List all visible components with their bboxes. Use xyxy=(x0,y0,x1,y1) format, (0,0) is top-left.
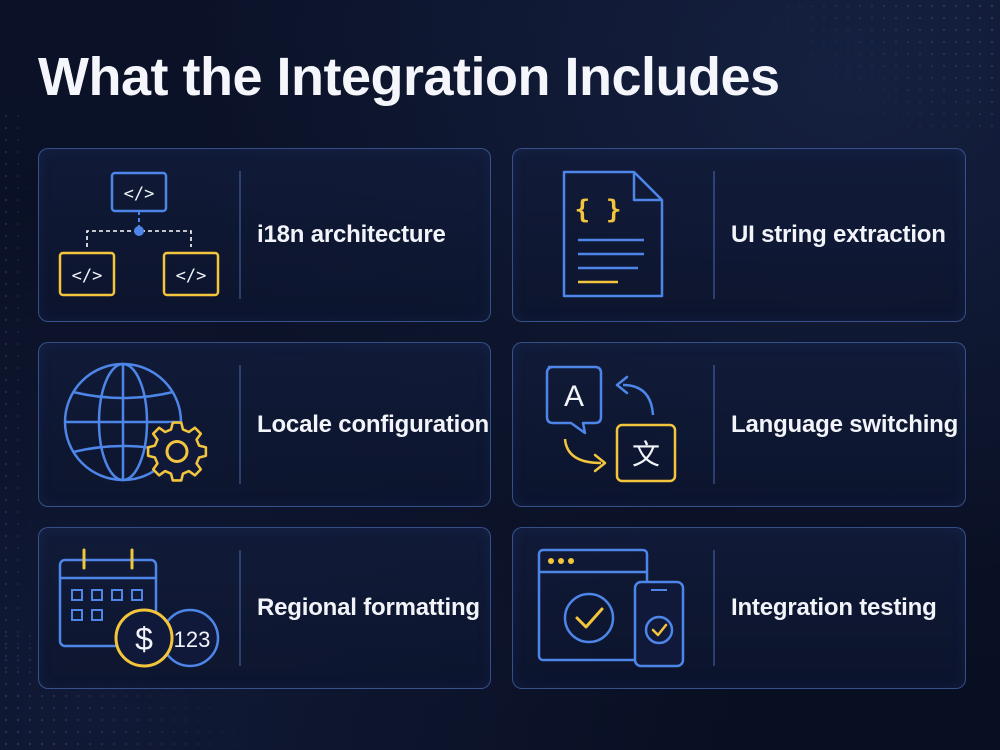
card-i18n-architecture: </> </> </> i18n architecture xyxy=(38,148,491,322)
card-integration-testing: Integration testing xyxy=(512,527,966,689)
json-document-icon: { } xyxy=(513,149,713,321)
card-regional-formatting: 123 $ Regional formatting xyxy=(38,527,491,689)
decorative-dots-top-right xyxy=(770,0,1000,130)
card-divider xyxy=(239,365,241,484)
svg-text:{ }: { } xyxy=(575,195,622,225)
card-divider xyxy=(239,550,241,666)
translate-icon: A 文 xyxy=(513,343,713,506)
globe-gear-icon xyxy=(39,343,239,506)
svg-text:</>: </> xyxy=(124,184,155,204)
card-locale-configuration: Locale configuration xyxy=(38,342,491,507)
browser-mobile-check-icon xyxy=(513,528,713,688)
card-language-switching: A 文 Language switching xyxy=(512,342,966,507)
svg-text:</>: </> xyxy=(72,266,103,286)
card-ui-string-extraction: { } UI string extraction xyxy=(512,148,966,322)
page-title: What the Integration Includes xyxy=(38,47,780,107)
calendar-currency-icon: 123 $ xyxy=(39,528,239,688)
card-label: i18n architecture xyxy=(257,221,446,248)
svg-text:文: 文 xyxy=(632,438,660,471)
card-divider xyxy=(713,171,715,299)
card-divider xyxy=(713,550,715,666)
card-label: UI string extraction xyxy=(731,221,946,248)
decorative-dots-left xyxy=(0,110,36,670)
card-label: Regional formatting xyxy=(257,594,480,621)
svg-text:A: A xyxy=(564,380,584,413)
card-divider xyxy=(239,171,241,299)
svg-text:123: 123 xyxy=(174,627,211,652)
card-label: Language switching xyxy=(731,410,959,438)
card-divider xyxy=(713,365,715,484)
svg-text:$: $ xyxy=(135,621,153,657)
card-label: Integration testing xyxy=(731,594,937,621)
card-label: Locale configuration xyxy=(257,410,490,438)
code-hierarchy-icon: </> </> </> xyxy=(39,149,239,321)
svg-text:</>: </> xyxy=(176,266,207,286)
